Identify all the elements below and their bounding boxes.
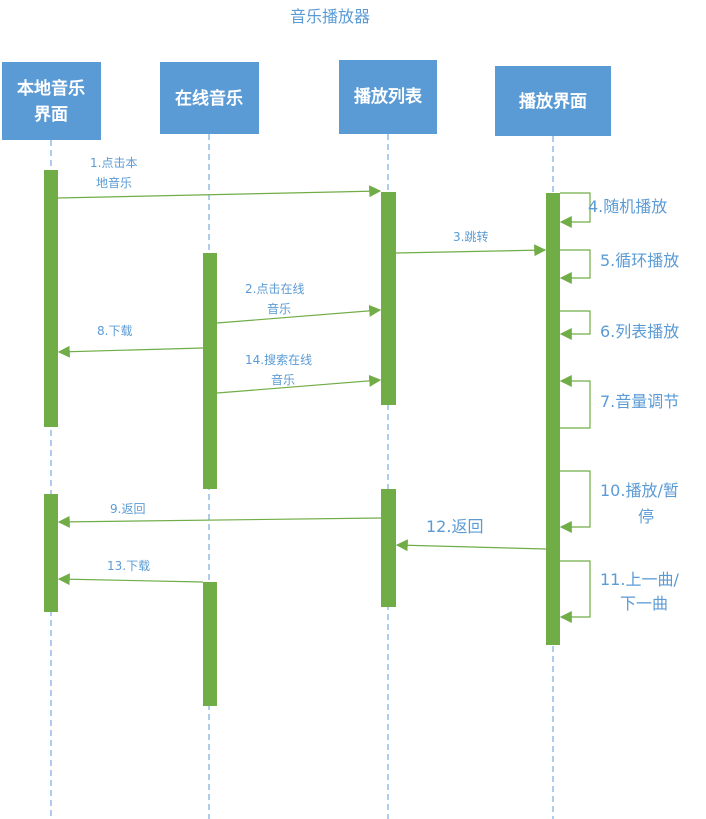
activation-bar bbox=[546, 193, 560, 645]
activation-bar bbox=[203, 253, 217, 489]
participant-local-music: 本地音乐 界面 bbox=[2, 62, 101, 140]
message-arrow-8 bbox=[57, 345, 204, 358]
message-label-9: 9.返回 bbox=[110, 502, 145, 516]
self-message-arrow-4 bbox=[559, 192, 591, 228]
participant-label: 本地音乐 bbox=[17, 78, 85, 99]
message-label-10: 10.播放/暂 bbox=[600, 481, 679, 500]
message-label-14: 音乐 bbox=[271, 372, 295, 387]
activation-bar bbox=[381, 489, 396, 607]
message-arrow-12 bbox=[395, 539, 547, 552]
diagram-title: 音乐播放器 bbox=[290, 7, 370, 26]
self-message-arrow-11 bbox=[559, 560, 591, 623]
participant-label: 播放列表 bbox=[354, 86, 423, 107]
message-label-6: 6.列表播放 bbox=[600, 322, 679, 341]
self-message-arrow-7 bbox=[559, 375, 591, 429]
message-label-14: 14.搜索在线 bbox=[245, 352, 312, 367]
message-label-10: 停 bbox=[638, 507, 654, 526]
message-arrow-13 bbox=[57, 573, 204, 586]
message-label-11: 11.上一曲/ bbox=[600, 570, 679, 589]
participant-playlist: 播放列表 bbox=[339, 60, 437, 134]
message-label-7: 7.音量调节 bbox=[600, 392, 679, 411]
message-label-2: 2.点击在线 bbox=[245, 282, 304, 296]
message-arrow-1 bbox=[57, 185, 382, 199]
message-label-3: 3.跳转 bbox=[453, 229, 488, 244]
activation-bar bbox=[44, 494, 58, 612]
message-arrow-14 bbox=[216, 374, 382, 394]
message-label-12: 12.返回 bbox=[426, 517, 483, 536]
participant-label: 播放界面 bbox=[519, 91, 587, 112]
activation-bar bbox=[203, 582, 217, 706]
message-label-2: 音乐 bbox=[267, 301, 291, 316]
activation-bar bbox=[44, 170, 58, 427]
message-arrow-2 bbox=[216, 304, 382, 324]
participant-label: 界面 bbox=[34, 105, 68, 125]
participant-online-music: 在线音乐 bbox=[160, 62, 259, 134]
message-label-4: 4.随机播放 bbox=[588, 197, 667, 216]
message-label-1: 地音乐 bbox=[96, 175, 132, 190]
message-arrow-3 bbox=[395, 244, 547, 257]
self-message-arrow-6 bbox=[559, 310, 591, 340]
message-label-1: 1.点击本 bbox=[90, 156, 137, 170]
self-message-arrow-10 bbox=[559, 470, 591, 533]
activation-bar bbox=[381, 192, 396, 405]
message-label-13: 13.下载 bbox=[107, 559, 150, 573]
message-arrow-9 bbox=[57, 515, 382, 528]
message-label-11: 下一曲 bbox=[620, 594, 668, 613]
self-message-arrow-5 bbox=[559, 249, 591, 284]
participant-label: 在线音乐 bbox=[175, 88, 243, 109]
message-label-5: 5.循环播放 bbox=[600, 251, 679, 270]
message-label-8: 8.下载 bbox=[97, 324, 132, 338]
participant-player: 播放界面 bbox=[495, 66, 611, 136]
